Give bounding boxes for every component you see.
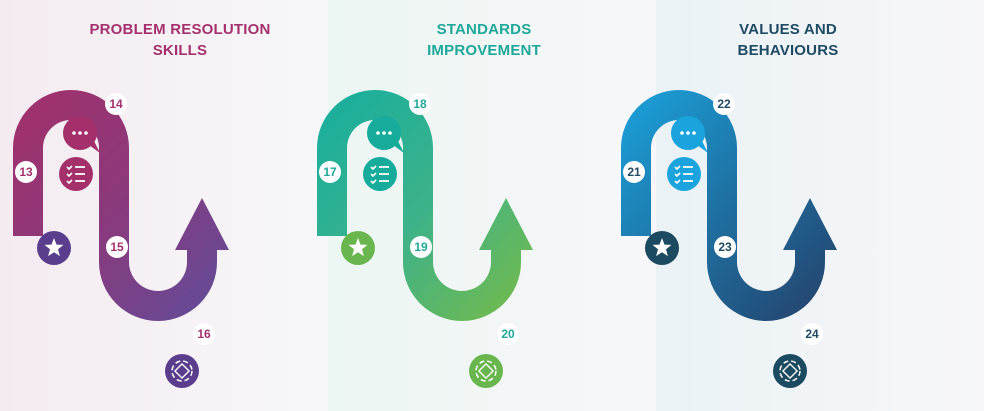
section-title: PROBLEM RESOLUTION	[89, 21, 270, 38]
step-number: 19	[414, 240, 428, 254]
step-badge: 21	[623, 161, 645, 183]
checklist-icon	[363, 157, 397, 191]
step-number: 15	[110, 240, 124, 254]
speech-bubble-icon	[63, 116, 100, 153]
section-background	[656, 0, 984, 411]
section-title: IMPROVEMENT	[427, 42, 541, 59]
step-number: 20	[501, 327, 515, 341]
step-number: 14	[109, 97, 123, 111]
section-title: BEHAVIOURS	[738, 42, 839, 59]
section-background	[328, 0, 656, 411]
star-icon	[645, 231, 679, 265]
section-title: SKILLS	[153, 42, 208, 59]
step-badge: 13	[15, 161, 37, 183]
step-number: 13	[19, 165, 33, 179]
hands-circle-icon	[469, 354, 503, 388]
section-1: PROBLEM RESOLUTION SKILLS 13 14 15 16	[13, 21, 270, 388]
section-3: VALUES AND BEHAVIOURS 21 22 23 24	[621, 21, 838, 388]
section-background	[0, 0, 328, 411]
section-title: STANDARDS	[437, 21, 532, 38]
section-title: VALUES AND	[739, 21, 837, 38]
checklist-icon	[667, 157, 701, 191]
checklist-icon	[59, 157, 93, 191]
step-number: 16	[197, 327, 211, 341]
process-path	[621, 90, 837, 321]
hands-circle-icon	[773, 354, 807, 388]
step-badge: 19	[410, 236, 432, 258]
speech-bubble-icon	[367, 116, 404, 153]
process-path	[13, 90, 229, 321]
step-number: 18	[413, 97, 427, 111]
step-badge: 16	[193, 323, 215, 345]
star-icon	[37, 231, 71, 265]
step-badge: 22	[713, 93, 735, 115]
process-path	[317, 90, 533, 321]
step-badge: 20	[497, 323, 519, 345]
step-badge: 14	[105, 93, 127, 115]
step-badge: 15	[106, 236, 128, 258]
sections: PROBLEM RESOLUTION SKILLS 13 14 15 16 STANDARD…	[13, 21, 838, 388]
hands-circle-icon	[165, 354, 199, 388]
step-badge: 17	[319, 161, 341, 183]
star-icon	[341, 231, 375, 265]
section-2: STANDARDS IMPROVEMENT 17 18 19 20	[317, 21, 541, 388]
step-number: 17	[323, 165, 337, 179]
step-badge: 18	[409, 93, 431, 115]
step-number: 23	[718, 240, 732, 254]
step-number: 24	[805, 327, 819, 341]
step-number: 22	[717, 97, 731, 111]
step-number: 21	[627, 165, 641, 179]
speech-bubble-icon	[671, 116, 708, 153]
step-badge: 23	[714, 236, 736, 258]
step-badge: 24	[801, 323, 823, 345]
